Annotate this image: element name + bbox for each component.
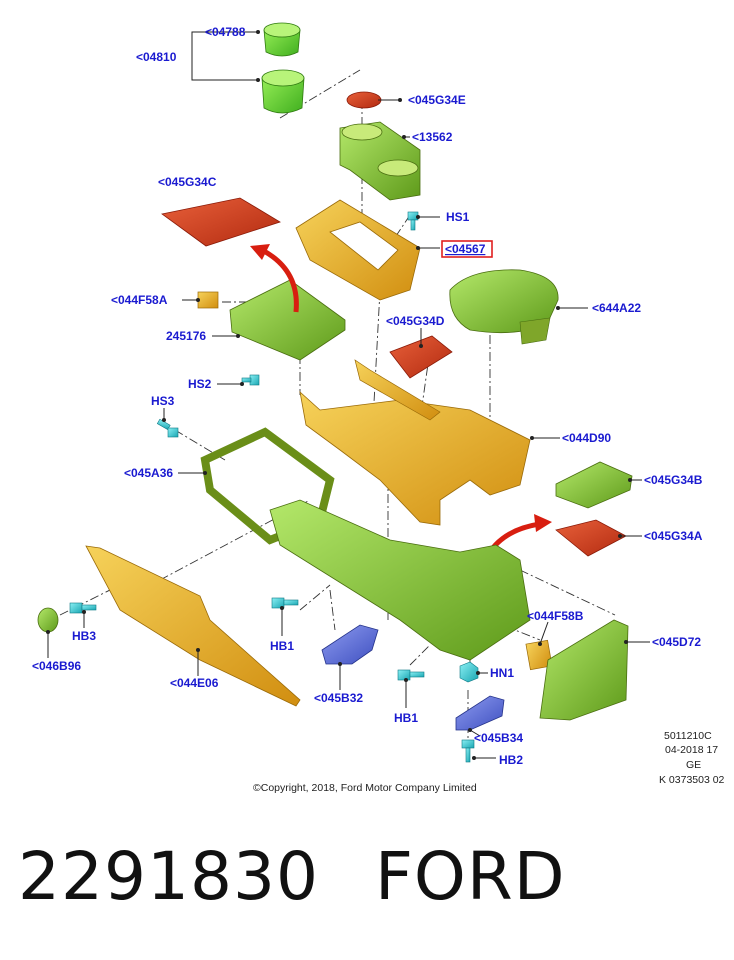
armrest-lid-part <box>449 269 559 345</box>
label-hs1[interactable]: HS1 <box>446 210 470 224</box>
screw-hs1-part <box>407 211 419 231</box>
bracket-045B32-part <box>321 624 379 665</box>
direction-arrow-upper-icon <box>260 247 299 313</box>
label-045G34C[interactable]: <045G34C <box>158 175 217 189</box>
label-hb3[interactable]: HB3 <box>72 629 96 643</box>
label-045G34E[interactable]: <045G34E <box>408 93 466 107</box>
diagram-date: 04-2018 17 <box>665 744 718 756</box>
label-hs2[interactable]: HS2 <box>188 377 212 391</box>
cup-holder-assembly-part <box>339 121 421 201</box>
exploded-parts-diagram: <04788 <04810 <045G34E <13562 <045G34C H… <box>32 22 725 794</box>
tray-045G34B-part <box>555 461 633 509</box>
nut-hn1-part <box>459 661 479 683</box>
arrow-head-lower-icon <box>534 514 552 532</box>
label-hn1[interactable]: HN1 <box>490 666 514 680</box>
diagram-ref: K 0373503 02 <box>659 774 725 786</box>
label-044F58B[interactable]: <044F58B <box>527 609 584 623</box>
copyright-notice: ©Copyright, 2018, Ford Motor Company Lim… <box>253 782 477 794</box>
end-panel-045D72-part <box>539 619 629 721</box>
bolt-hb1-left-part <box>271 597 299 609</box>
label-13562[interactable]: <13562 <box>412 130 453 144</box>
label-04810[interactable]: <04810 <box>136 50 177 64</box>
bolt-hb1-right-part <box>397 669 425 681</box>
label-045G34D[interactable]: <045G34D <box>386 314 445 328</box>
footer-part-number: 2291830 <box>18 838 319 915</box>
label-045B34[interactable]: <045B34 <box>474 731 523 745</box>
bracket-045B34-part <box>455 695 505 731</box>
label-hb1-right[interactable]: HB1 <box>394 711 418 725</box>
footer-brand: FORD <box>374 838 566 915</box>
footer-caption: 2291830 FORD <box>18 838 718 928</box>
label-044D90[interactable]: <044D90 <box>562 431 611 445</box>
mat-045G34A-part <box>555 519 627 557</box>
label-045B32[interactable]: <045B32 <box>314 691 363 705</box>
label-044E06[interactable]: <044E06 <box>170 676 219 690</box>
cap-046B96-part <box>37 607 59 633</box>
label-045D72[interactable]: <045D72 <box>652 635 701 649</box>
highlight-box <box>441 240 493 258</box>
label-045G34B[interactable]: <045G34B <box>644 473 703 487</box>
mat-045G34D-part <box>389 335 453 379</box>
bracket-245176-part <box>229 279 346 361</box>
label-04567[interactable]: <04567 <box>445 242 486 256</box>
base-frame-part <box>269 499 531 661</box>
mat-045G34E-part <box>346 91 382 109</box>
arrow-head-upper-icon <box>250 244 270 260</box>
bolt-hb3-part <box>69 602 97 614</box>
label-045A36[interactable]: <045A36 <box>124 466 173 480</box>
label-hs3[interactable]: HS3 <box>151 394 175 408</box>
label-04788[interactable]: <04788 <box>205 25 246 39</box>
trim-bezel-04567-part <box>295 199 421 301</box>
clip-044F58B-part <box>525 639 553 671</box>
diagram-region: GE <box>686 759 701 771</box>
diagram-code: 5011210C <box>664 730 712 742</box>
side-panel-044E06-part <box>85 545 301 707</box>
console-body-044D90-part <box>299 359 531 526</box>
label-046B96[interactable]: <046B96 <box>32 659 81 673</box>
label-045G34A[interactable]: <045G34A <box>644 529 703 543</box>
leader-dots <box>46 30 632 760</box>
bolt-hb2-part <box>461 739 475 763</box>
label-644A22[interactable]: <644A22 <box>592 301 641 315</box>
label-hb2[interactable]: HB2 <box>499 753 523 767</box>
label-hb1-left[interactable]: HB1 <box>270 639 294 653</box>
cup-holder-sleeve-part <box>261 69 305 114</box>
screw-hs3-part <box>156 418 179 438</box>
mat-045G34C-part <box>161 197 281 247</box>
screw-hs2-part <box>241 374 260 386</box>
label-044F58A[interactable]: <044F58A <box>111 293 168 307</box>
clip-044F58A-part <box>197 291 219 309</box>
label-245176[interactable]: 245176 <box>166 329 206 343</box>
cup-holder-insert-part <box>263 22 301 57</box>
